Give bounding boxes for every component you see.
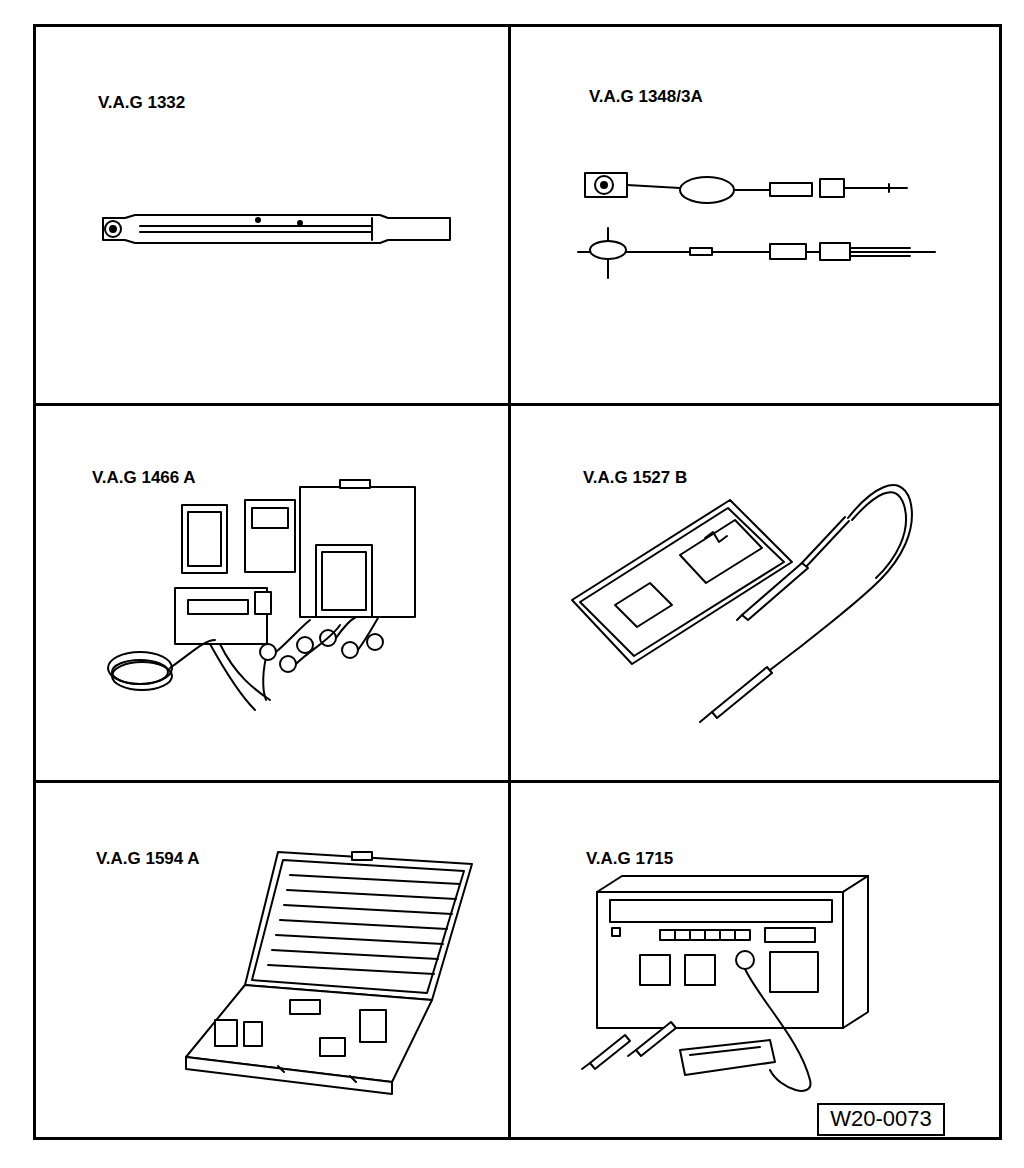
torque-wrench: [103, 215, 450, 243]
tool-cell: V.A.G 1594 A: [33, 780, 511, 1140]
adaptor-case: [186, 852, 472, 1094]
tool-number: V.A.G 1527 B: [583, 468, 687, 488]
tool-cell: V.A.G 1527 B: [508, 403, 1002, 783]
tool-cell: V.A.G 1466 A: [33, 403, 511, 783]
tool-number: V.A.G 1466 A: [92, 468, 196, 488]
figure-number-box: W20-0073: [817, 1103, 945, 1136]
test-kit: [108, 480, 415, 710]
tool-number: V.A.G 1715: [586, 849, 673, 869]
tool-cell: W20-0073 V.A.G 1715: [508, 780, 1002, 1140]
tool-number: V.A.G 1594 A: [96, 849, 200, 869]
figure-number: W20-0073: [830, 1107, 932, 1131]
tool-number: V.A.G 1332: [98, 93, 185, 113]
multimeter: [572, 485, 912, 722]
tool-cell: V.A.G 1348/3A: [508, 24, 1002, 406]
probe-cables: [578, 173, 935, 278]
tool-number: V.A.G 1348/3A: [589, 87, 703, 107]
engine-tester: [582, 876, 868, 1091]
tool-cell: V.A.G 1332: [33, 24, 511, 406]
